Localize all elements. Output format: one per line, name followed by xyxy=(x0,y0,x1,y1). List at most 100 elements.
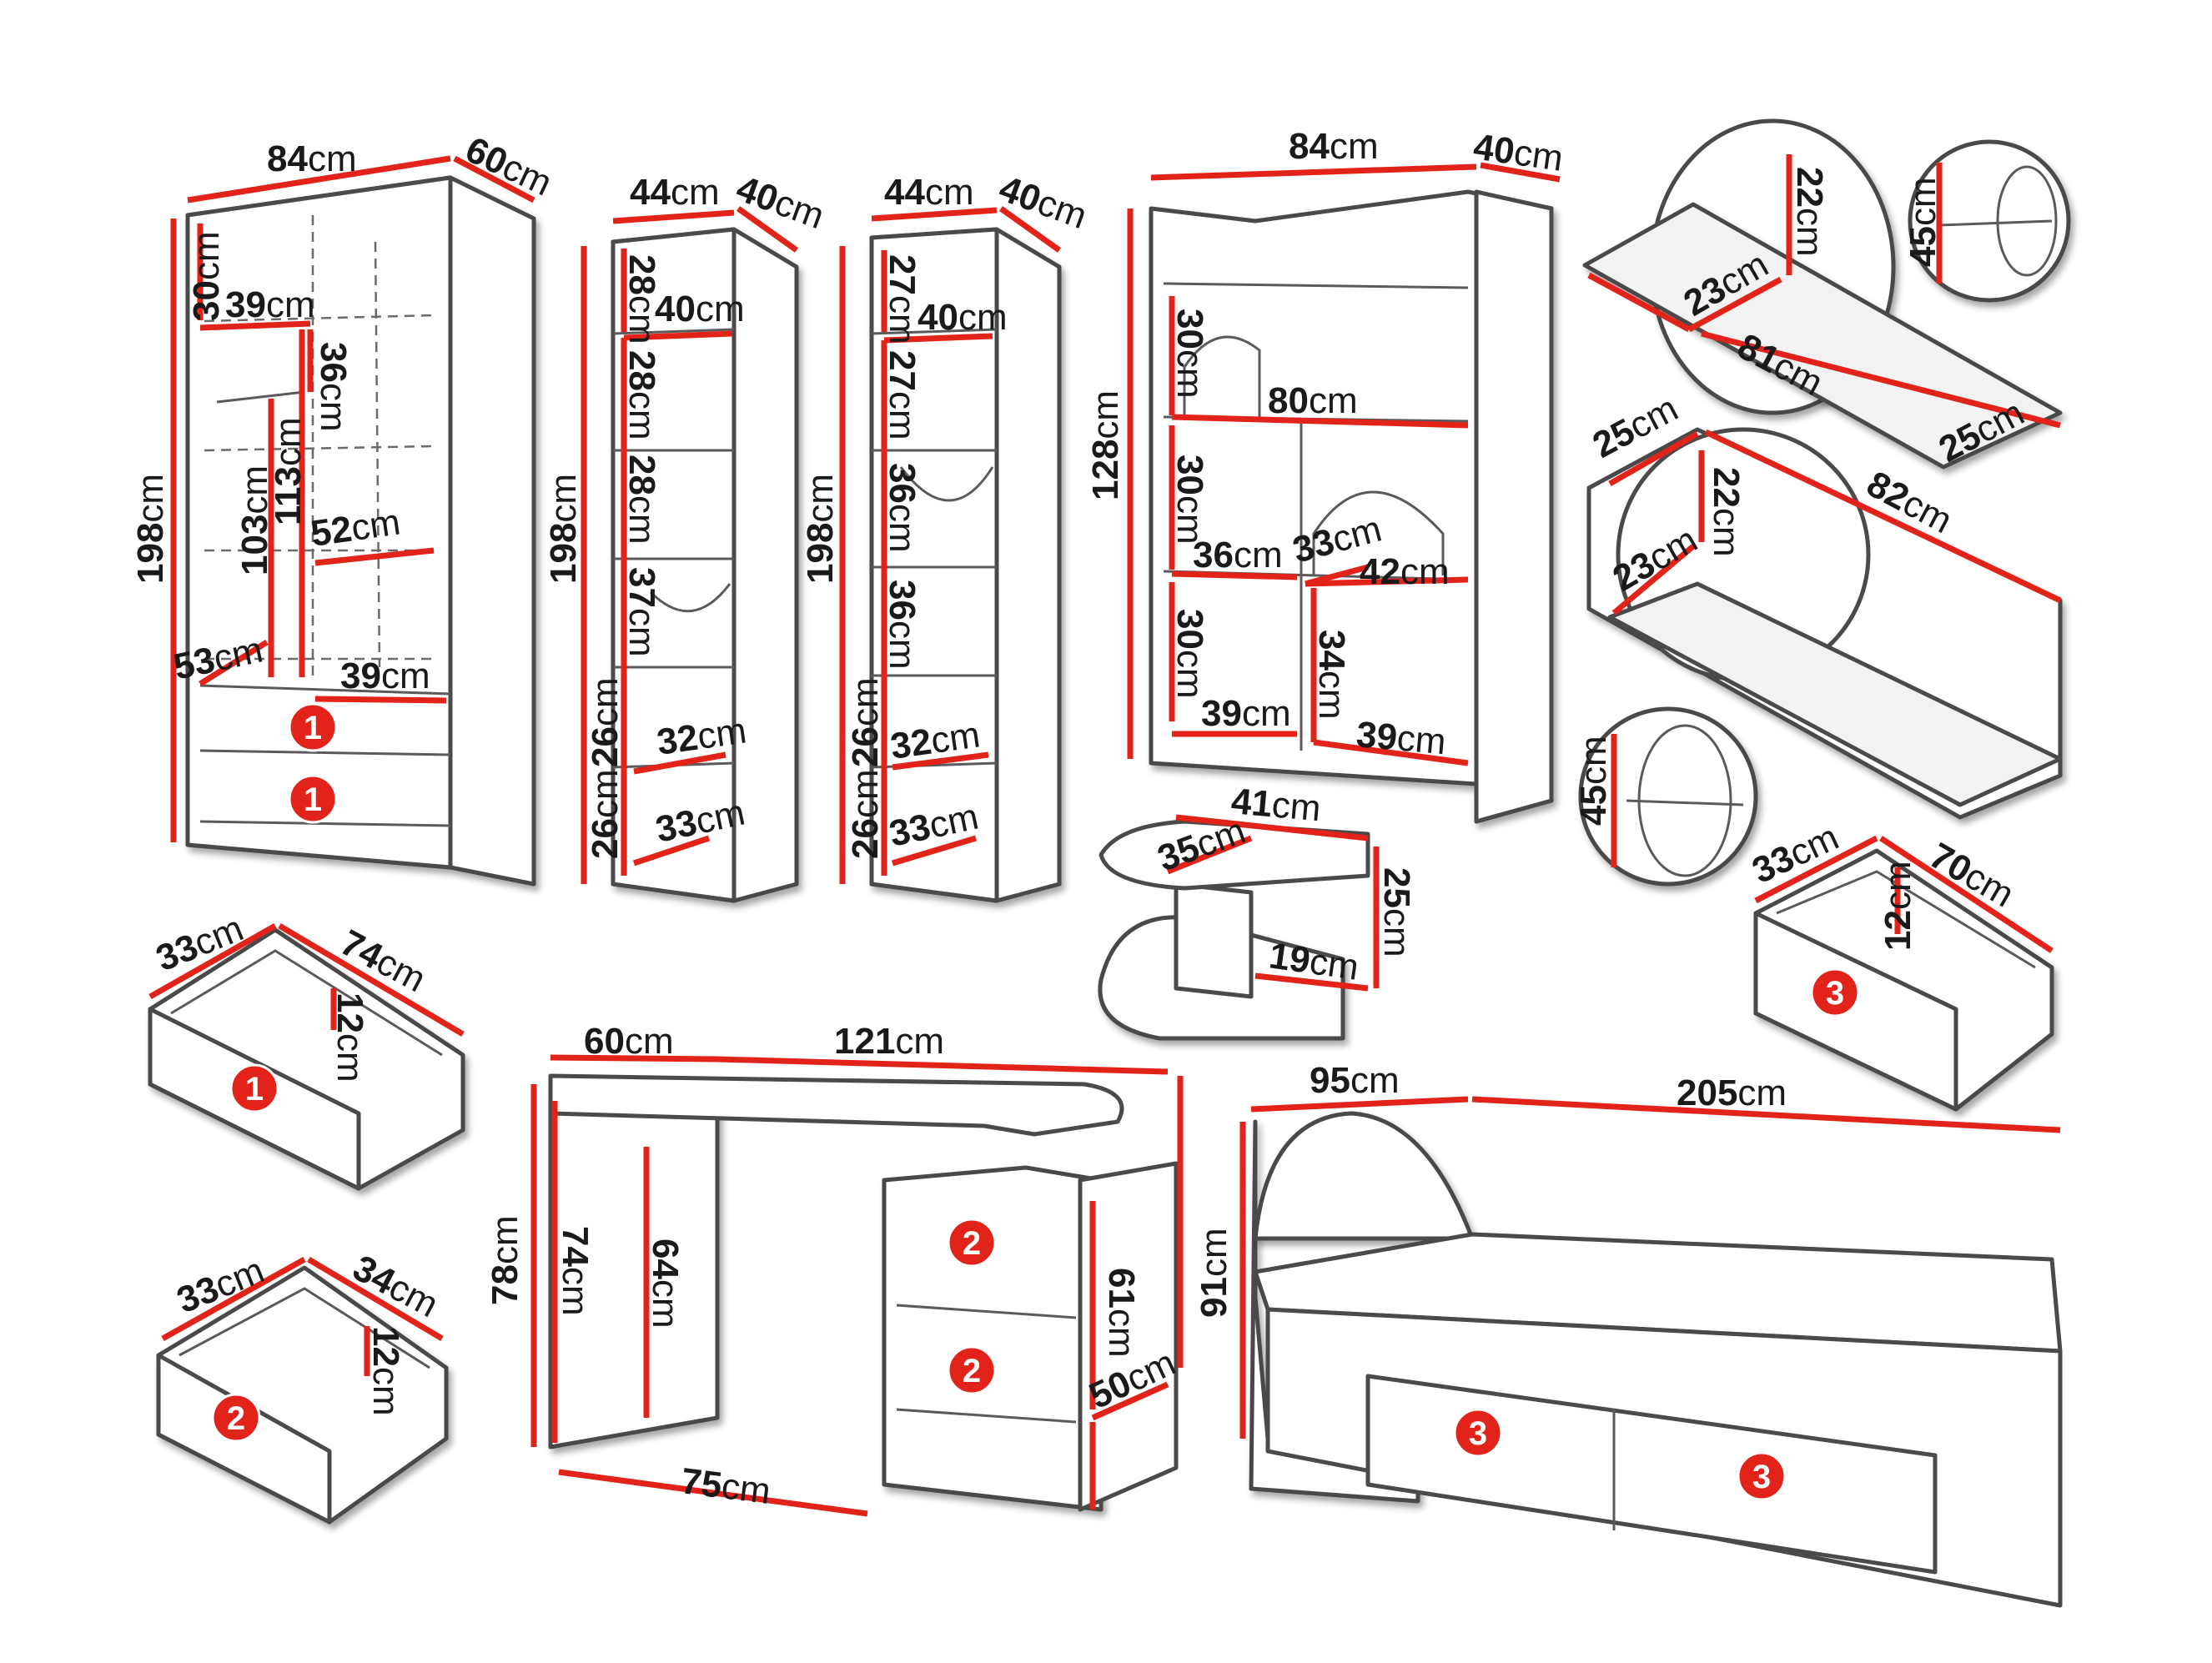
wardrobe-left-inner: 103 xyxy=(234,515,275,575)
badge: 2 xyxy=(947,1345,997,1395)
shelf-unit-bottom-right: 39 xyxy=(1355,714,1399,758)
wardrobe: 84cm 60cm 198cm 30cm 39cm 36cm 103cm 113… xyxy=(130,129,558,887)
shelf-unit-side xyxy=(1474,189,1554,824)
bookcase-a-inner-2: 28 xyxy=(621,455,662,495)
svg-text:74cm: 74cm xyxy=(555,1226,596,1316)
svg-text:25cm: 25cm xyxy=(1376,867,1417,957)
bookcase-b-width: 44 xyxy=(884,172,925,213)
svg-text:39cm: 39cm xyxy=(225,284,315,325)
desk-cabinet-height: 61 xyxy=(1101,1268,1142,1309)
bookcase-b-lower-1: 26 xyxy=(845,818,886,859)
svg-text:45cm: 45cm xyxy=(1573,736,1614,826)
svg-text:128cm: 128cm xyxy=(1085,390,1126,500)
bookcase-a-base-depth: 33 xyxy=(652,802,701,851)
svg-text:26cm: 26cm xyxy=(845,769,886,859)
svg-text:121cm: 121cm xyxy=(834,1021,944,1062)
svg-text:28cm: 28cm xyxy=(621,350,662,440)
detail-circle-1: 45cm xyxy=(1903,139,2071,303)
svg-text:44cm: 44cm xyxy=(884,172,974,213)
bookcase-b-inner-2: 36 xyxy=(882,463,923,504)
bookcase-b-shelf-width: 40 xyxy=(917,297,958,338)
wall-shelf-2-detail: 45 xyxy=(1573,785,1614,826)
bookcase-a-lower-1: 26 xyxy=(585,818,626,859)
svg-text:28cm: 28cm xyxy=(621,254,662,344)
svg-text:36cm: 36cm xyxy=(1193,535,1283,575)
wardrobe-width: 84 xyxy=(267,138,308,179)
shelf-unit-depth: 40 xyxy=(1471,126,1517,172)
svg-text:53cm: 53cm xyxy=(170,629,266,687)
nightstand-panel xyxy=(1174,882,1254,999)
badge: 1 xyxy=(288,774,338,824)
svg-text:30cm: 30cm xyxy=(186,231,227,321)
svg-text:40cm: 40cm xyxy=(994,168,1093,237)
drawer-3-height: 12 xyxy=(1878,910,1918,951)
svg-text:41cm: 41cm xyxy=(1229,781,1322,829)
svg-text:37cm: 37cm xyxy=(621,567,662,657)
svg-text:39cm: 39cm xyxy=(1355,714,1447,762)
svg-text:27cm: 27cm xyxy=(882,350,923,440)
shelf-unit-mid-gap: 30 xyxy=(1169,455,1210,495)
svg-text:30cm: 30cm xyxy=(1169,309,1210,399)
svg-text:40cm: 40cm xyxy=(917,297,1008,338)
wardrobe-front xyxy=(185,175,453,870)
drawer-1: 33cm 74cm 12cm 1 xyxy=(148,908,465,1191)
drawer-2: 33cm 34cm 12cm 2 xyxy=(156,1248,449,1525)
bed-mattress xyxy=(1253,1232,2063,1354)
badge: 1 xyxy=(288,702,338,752)
bookcase-b-inner-1: 27 xyxy=(882,350,923,391)
badge: 2 xyxy=(211,1393,261,1443)
svg-text:95cm: 95cm xyxy=(1310,1060,1400,1101)
nightstand-height: 25 xyxy=(1376,867,1417,908)
bed-height: 91 xyxy=(1194,1277,1234,1318)
drawer-2-height: 12 xyxy=(365,1326,406,1367)
badge: 1 xyxy=(229,1063,279,1113)
svg-text:12cm: 12cm xyxy=(1878,861,1918,951)
svg-text:36cm: 36cm xyxy=(882,580,923,670)
bookcase-a-lower-2: 26 xyxy=(585,726,626,767)
wardrobe-height: 198 xyxy=(130,523,171,584)
svg-text:205cm: 205cm xyxy=(1677,1073,1787,1113)
drawer-3-front xyxy=(1753,911,1958,1112)
svg-text:32cm: 32cm xyxy=(888,714,983,766)
tall-bookcase-b: 44cm 40cm 198cm 27cm 40cm 27cm 36cm 36cm… xyxy=(800,168,1093,903)
bed-headboard xyxy=(1253,1111,1475,1241)
wardrobe-right-width: 52 xyxy=(309,509,354,555)
wardrobe-bottom-depth: 53 xyxy=(170,640,219,688)
svg-text:30cm: 30cm xyxy=(1169,609,1210,699)
svg-text:91cm: 91cm xyxy=(1194,1228,1234,1318)
desk: 60cm 121cm 78cm 74cm 64cm 75cm 61cm 50cm… xyxy=(485,1021,1184,1517)
svg-text:75cm: 75cm xyxy=(679,1460,773,1512)
wall-shelf-1-detail: 45 xyxy=(1903,226,1943,267)
svg-text:78cm: 78cm xyxy=(485,1215,525,1305)
svg-text:40cm: 40cm xyxy=(731,168,830,237)
desk-cabinet xyxy=(882,1165,1103,1512)
bed-head-width: 95 xyxy=(1310,1060,1350,1101)
svg-text:45cm: 45cm xyxy=(1903,177,1943,267)
bookcase-a-shelf-top: 28 xyxy=(621,254,662,295)
wall-shelf-1-disc-h: 22 xyxy=(1789,167,1830,208)
desk-height: 78 xyxy=(485,1264,525,1305)
svg-text:40cm: 40cm xyxy=(655,289,745,329)
bookcase-a-height: 198 xyxy=(543,523,584,584)
svg-text:26cm: 26cm xyxy=(585,769,626,859)
wardrobe-bottom-width: 39 xyxy=(340,656,381,696)
bookcase-b-shelf-top: 27 xyxy=(882,254,923,295)
svg-text:60cm: 60cm xyxy=(584,1021,674,1062)
shelf-unit-right-width: 42 xyxy=(1360,551,1400,592)
svg-text:28cm: 28cm xyxy=(621,455,662,545)
wall-shelf-1-board xyxy=(1582,202,2063,470)
desk-cabinet-side xyxy=(1078,1161,1179,1512)
svg-text:12cm: 12cm xyxy=(365,1326,406,1416)
shelf-unit-right-gap: 34 xyxy=(1311,630,1352,671)
wardrobe-top-shelf: 30 xyxy=(186,280,227,321)
wardrobe-rod-gap: 36 xyxy=(313,342,354,383)
desk-top xyxy=(548,1073,1124,1137)
tall-bookcase-a: 44cm 40cm 198cm 28cm 40cm 28cm 28cm 37cm… xyxy=(543,168,830,903)
shelf-unit-top-gap: 30 xyxy=(1169,309,1210,349)
svg-text:12cm: 12cm xyxy=(329,992,370,1083)
wall-shelf-2-board xyxy=(1607,581,2063,807)
desk-knee-width: 75 xyxy=(679,1460,725,1506)
svg-text:3: 3 xyxy=(1826,975,1844,1012)
svg-text:22cm: 22cm xyxy=(1706,467,1747,557)
